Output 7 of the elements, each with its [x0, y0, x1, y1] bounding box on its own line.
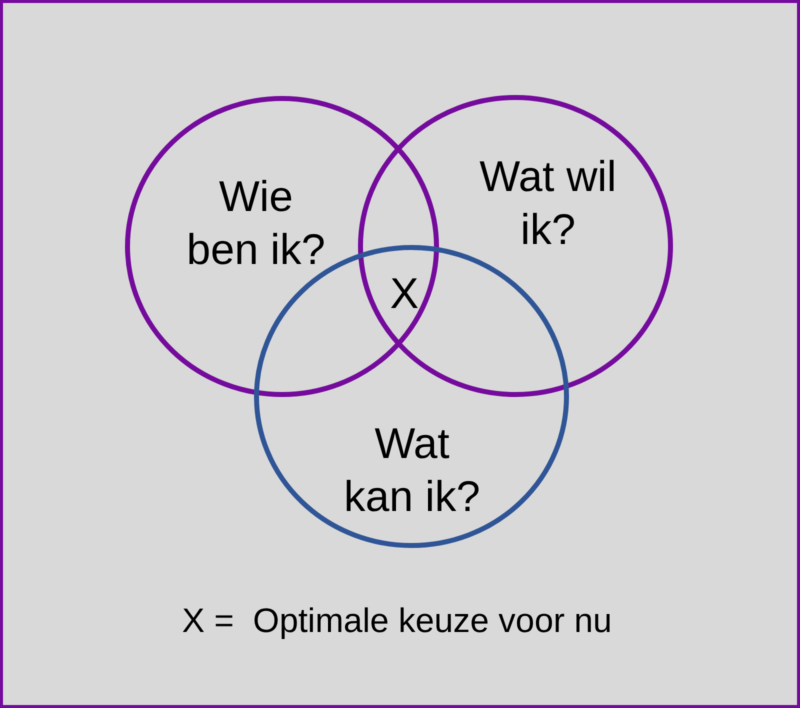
key-note: X = Optimale keuze voor nu	[182, 601, 612, 641]
venn-circle	[125, 96, 439, 397]
circle-text: Wie ben ik?	[186, 172, 326, 276]
circle-text: Wat kan ik?	[342, 419, 482, 523]
venn-circle	[358, 95, 673, 397]
intersection-marker: X	[390, 269, 419, 320]
circle-text: Wat wil ik?	[478, 152, 618, 256]
